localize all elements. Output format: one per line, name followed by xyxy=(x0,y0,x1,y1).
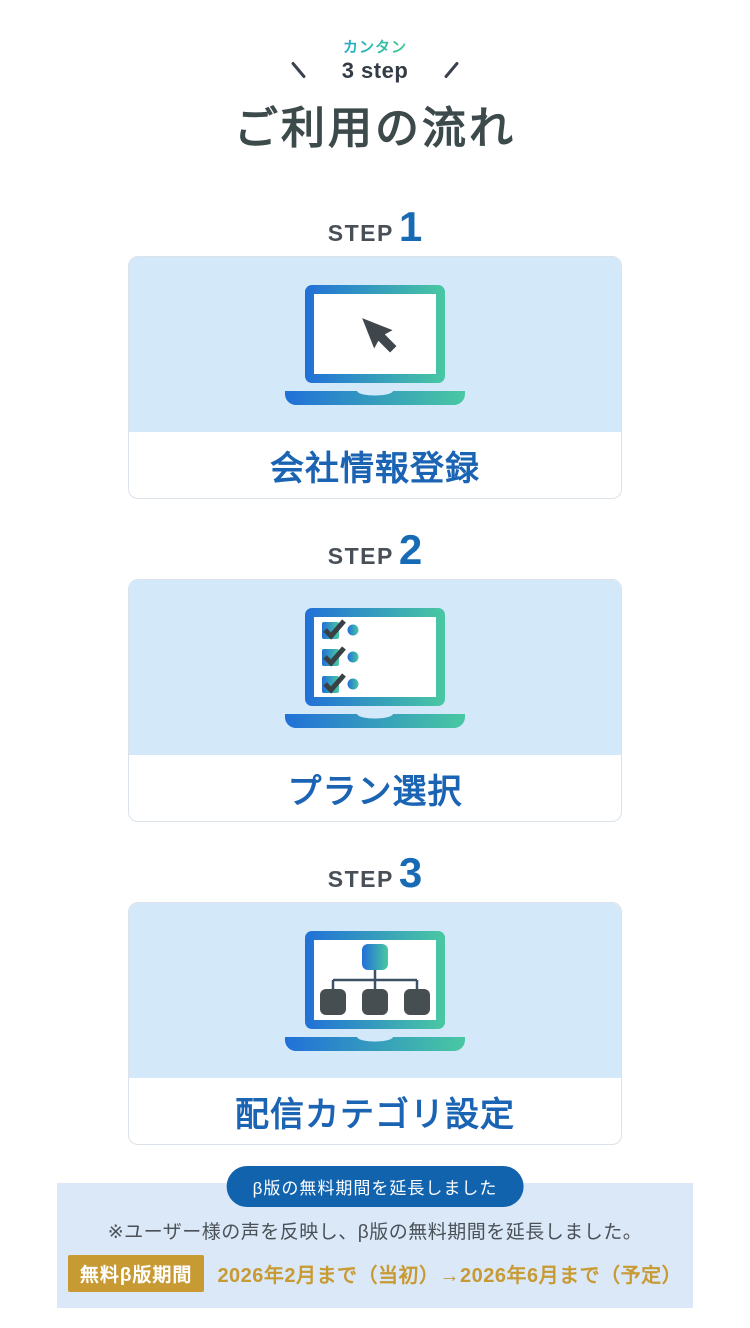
step-label: STEP xyxy=(327,543,394,569)
laptop-sitemap-icon xyxy=(285,930,465,1051)
step-number: 3 xyxy=(398,849,423,896)
eyebrow-text: カンタン 3 step xyxy=(342,36,409,84)
notice-period-row: 無料β版期間 2026年2月まで（当初）→2026年6月まで（予定） xyxy=(67,1255,683,1292)
period-label-badge: 無料β版期間 xyxy=(67,1255,205,1292)
step-1-card: 会社情報登録 xyxy=(128,256,622,499)
eyebrow-kantan-label: カンタン xyxy=(343,36,407,57)
step-2-caption: プラン選択 xyxy=(287,772,463,811)
decorative-slash-left-icon xyxy=(290,61,306,79)
step-2-card: プラン選択 xyxy=(128,579,622,822)
notice-panel: β版の無料期間を延長しました ※ユーザー様の声を反映し、β版の無料期間を延長しま… xyxy=(57,1166,693,1308)
step-2-visual xyxy=(129,580,621,755)
page-title: ご利用の流れ xyxy=(234,104,516,153)
step-3-visual xyxy=(129,903,621,1078)
laptop-checklist-icon xyxy=(285,607,465,728)
step-label: STEP xyxy=(327,866,394,892)
notice-note: ※ユーザー様の声を反映し、β版の無料期間を延長しました。 xyxy=(107,1222,643,1243)
step-label: STEP xyxy=(327,220,394,246)
decorative-slash-right-icon xyxy=(444,61,460,79)
step-3-card: 配信カテゴリ設定 xyxy=(128,902,622,1145)
eyebrow-3step-label: 3 step xyxy=(341,58,409,83)
step-3-caption: 配信カテゴリ設定 xyxy=(235,1095,515,1134)
laptop-cursor-icon xyxy=(285,284,465,405)
step-1-visual xyxy=(129,257,621,432)
flow-header: カンタン 3 step ご利用の流れ xyxy=(0,0,750,156)
eyebrow: カンタン 3 step xyxy=(0,36,750,84)
step-number: 2 xyxy=(398,526,423,573)
notice-badge: β版の無料期間を延長しました xyxy=(226,1166,524,1207)
period-value: 2026年2月まで（当初）→2026年6月まで（予定） xyxy=(217,1265,683,1287)
step-1-caption: 会社情報登録 xyxy=(270,449,480,488)
step-number: 1 xyxy=(398,203,423,250)
